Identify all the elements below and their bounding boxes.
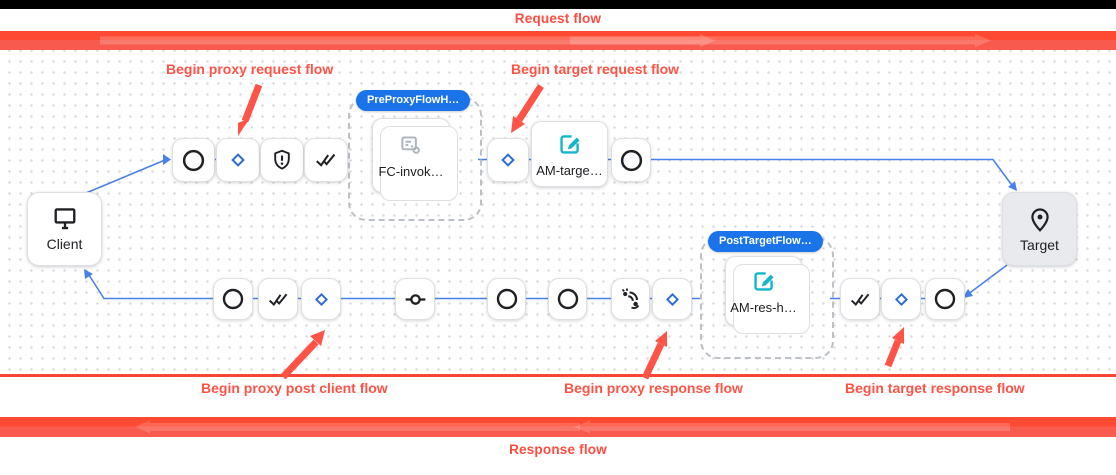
client-node[interactable]: Client (27, 192, 102, 266)
circle-step-icon (620, 149, 642, 171)
client-label: Client (46, 235, 83, 252)
flow-callout-icon (401, 136, 420, 154)
am-target-policy-card[interactable]: AM-targe… (531, 121, 608, 187)
circle-step-icon (222, 288, 244, 310)
pre-proxy-flowhook-badge[interactable]: PreProxyFlowH… (356, 90, 471, 111)
post-target-flowhook-badge[interactable]: PostTargetFlow… (708, 231, 823, 252)
request-flow-arrow (100, 34, 991, 47)
diamond-step-icon (314, 292, 328, 306)
location-pin-icon (1030, 207, 1049, 232)
flow-step-circle[interactable] (487, 278, 526, 320)
response-flow-label: Response flow (509, 442, 607, 457)
diamond-step-icon (894, 292, 908, 306)
diamond-step-icon (501, 153, 515, 167)
flow-step-double-check[interactable] (258, 278, 298, 320)
canvas-bottom-red-line (0, 374, 1116, 377)
am-response-policy-card[interactable]: AM-res-h… (725, 256, 810, 334)
flow-step-diamond-proxy-response[interactable] (652, 278, 692, 320)
double-check-icon (850, 293, 869, 306)
desktop-monitor-icon (54, 207, 75, 229)
edit-square-icon (559, 134, 580, 154)
am-response-policy-label: AM-res-h… (730, 299, 797, 315)
edit-square-icon (753, 271, 774, 291)
flow-step-socket[interactable] (395, 278, 435, 320)
target-node[interactable]: Target (1002, 192, 1077, 266)
diamond-step-icon (665, 292, 679, 306)
response-flow-bar (0, 417, 1116, 437)
top-black-bar (0, 0, 1116, 9)
request-flow-label: Request flow (514, 11, 602, 26)
flow-step-double-check[interactable] (840, 278, 880, 320)
flow-step-circle[interactable] (611, 138, 651, 182)
flow-canvas[interactable] (0, 50, 1116, 374)
response-flow-arrow (135, 420, 1010, 434)
annotation-label-proxy-response: Begin proxy response flow (564, 380, 743, 396)
circle-step-icon (182, 149, 205, 171)
flow-callout-policy-card[interactable]: FC-invok… (372, 118, 458, 201)
signal-antenna-icon (621, 288, 639, 309)
circle-step-icon (496, 288, 517, 310)
circle-step-icon (934, 288, 956, 310)
annotation-label-target-response: Begin target response flow (845, 380, 1025, 396)
annotation-label-proxy-post-client: Begin proxy post client flow (201, 380, 388, 396)
flow-step-circle[interactable] (172, 138, 215, 182)
flow-step-diamond-post-client[interactable] (301, 278, 341, 320)
double-check-icon (316, 153, 336, 167)
flow-callout-policy-label: FC-invok… (378, 164, 444, 179)
flow-step-circle[interactable] (213, 278, 253, 320)
circle-step-icon (557, 288, 578, 310)
flow-step-circle[interactable] (925, 278, 965, 320)
target-label: Target (1020, 236, 1059, 253)
double-check-icon (268, 293, 287, 306)
request-flow-bar (0, 31, 1116, 50)
flow-step-double-check[interactable] (304, 138, 348, 182)
annotation-label-proxy-request: Begin proxy request flow (166, 61, 334, 77)
shield-verify-icon (274, 149, 290, 170)
flow-step-diamond-proxy-request[interactable] (216, 138, 260, 182)
flow-step-signal[interactable] (611, 278, 650, 320)
diamond-step-icon (231, 153, 245, 167)
inline-socket-icon (405, 293, 425, 305)
flow-step-diamond-target-request[interactable] (487, 138, 529, 182)
flow-step-diamond-target-response[interactable] (881, 278, 921, 320)
flow-step-shield[interactable] (260, 138, 304, 182)
annotation-label-target-request: Begin target request flow (511, 61, 680, 77)
am-target-policy-label: AM-targe… (536, 162, 603, 178)
flow-step-circle[interactable] (548, 278, 587, 320)
